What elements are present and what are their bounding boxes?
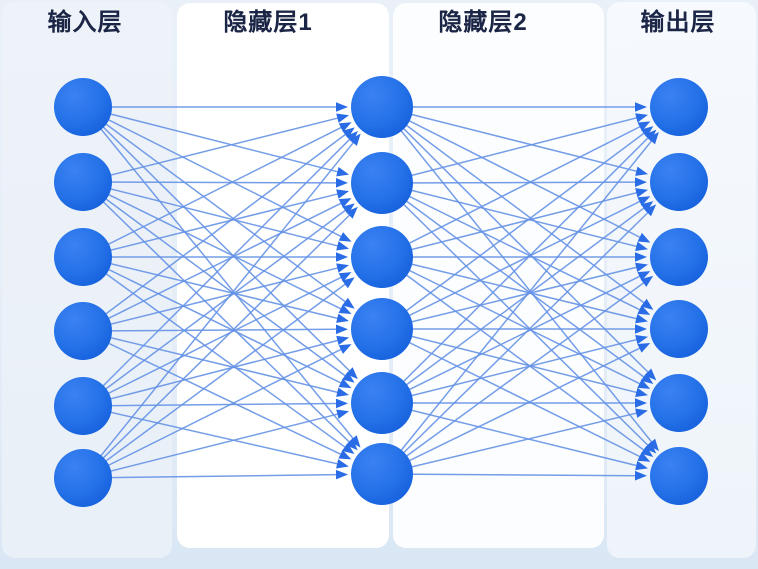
output-layer-nodes-4	[650, 300, 708, 358]
layer-label-hidden1: 隐藏层1	[223, 9, 313, 36]
output-layer-nodes-2	[650, 153, 708, 211]
neuron-nodes	[54, 76, 708, 507]
hidden-layer-nodes-6	[351, 443, 413, 505]
layer-label-hidden2: 隐藏层2	[438, 9, 528, 36]
hidden-layer-nodes-1	[351, 76, 413, 138]
layer-label-output: 输出层	[640, 9, 716, 36]
input-layer-nodes-3	[54, 228, 112, 286]
hidden-layer-nodes-3	[351, 226, 413, 288]
input-layer-nodes-4	[54, 302, 112, 360]
layer-panel-hidden1	[177, 3, 389, 548]
hidden-layer-nodes-4	[351, 298, 413, 360]
hidden-layer-nodes-5	[351, 372, 413, 434]
arrowhead-icons	[335, 102, 659, 481]
output-layer-nodes-1	[650, 78, 708, 136]
layer-label-input: 输入层	[47, 9, 123, 36]
input-layer-nodes-6	[54, 449, 112, 507]
input-layer-nodes-2	[54, 153, 112, 211]
hidden-layer-nodes-2	[351, 152, 413, 214]
output-layer-nodes-3	[650, 228, 708, 286]
output-layer-nodes-5	[650, 374, 708, 432]
input-layer-nodes-1	[54, 78, 112, 136]
input-layer-nodes-5	[54, 377, 112, 435]
output-layer-nodes-6	[650, 447, 708, 505]
connection-lines	[82, 106, 653, 479]
